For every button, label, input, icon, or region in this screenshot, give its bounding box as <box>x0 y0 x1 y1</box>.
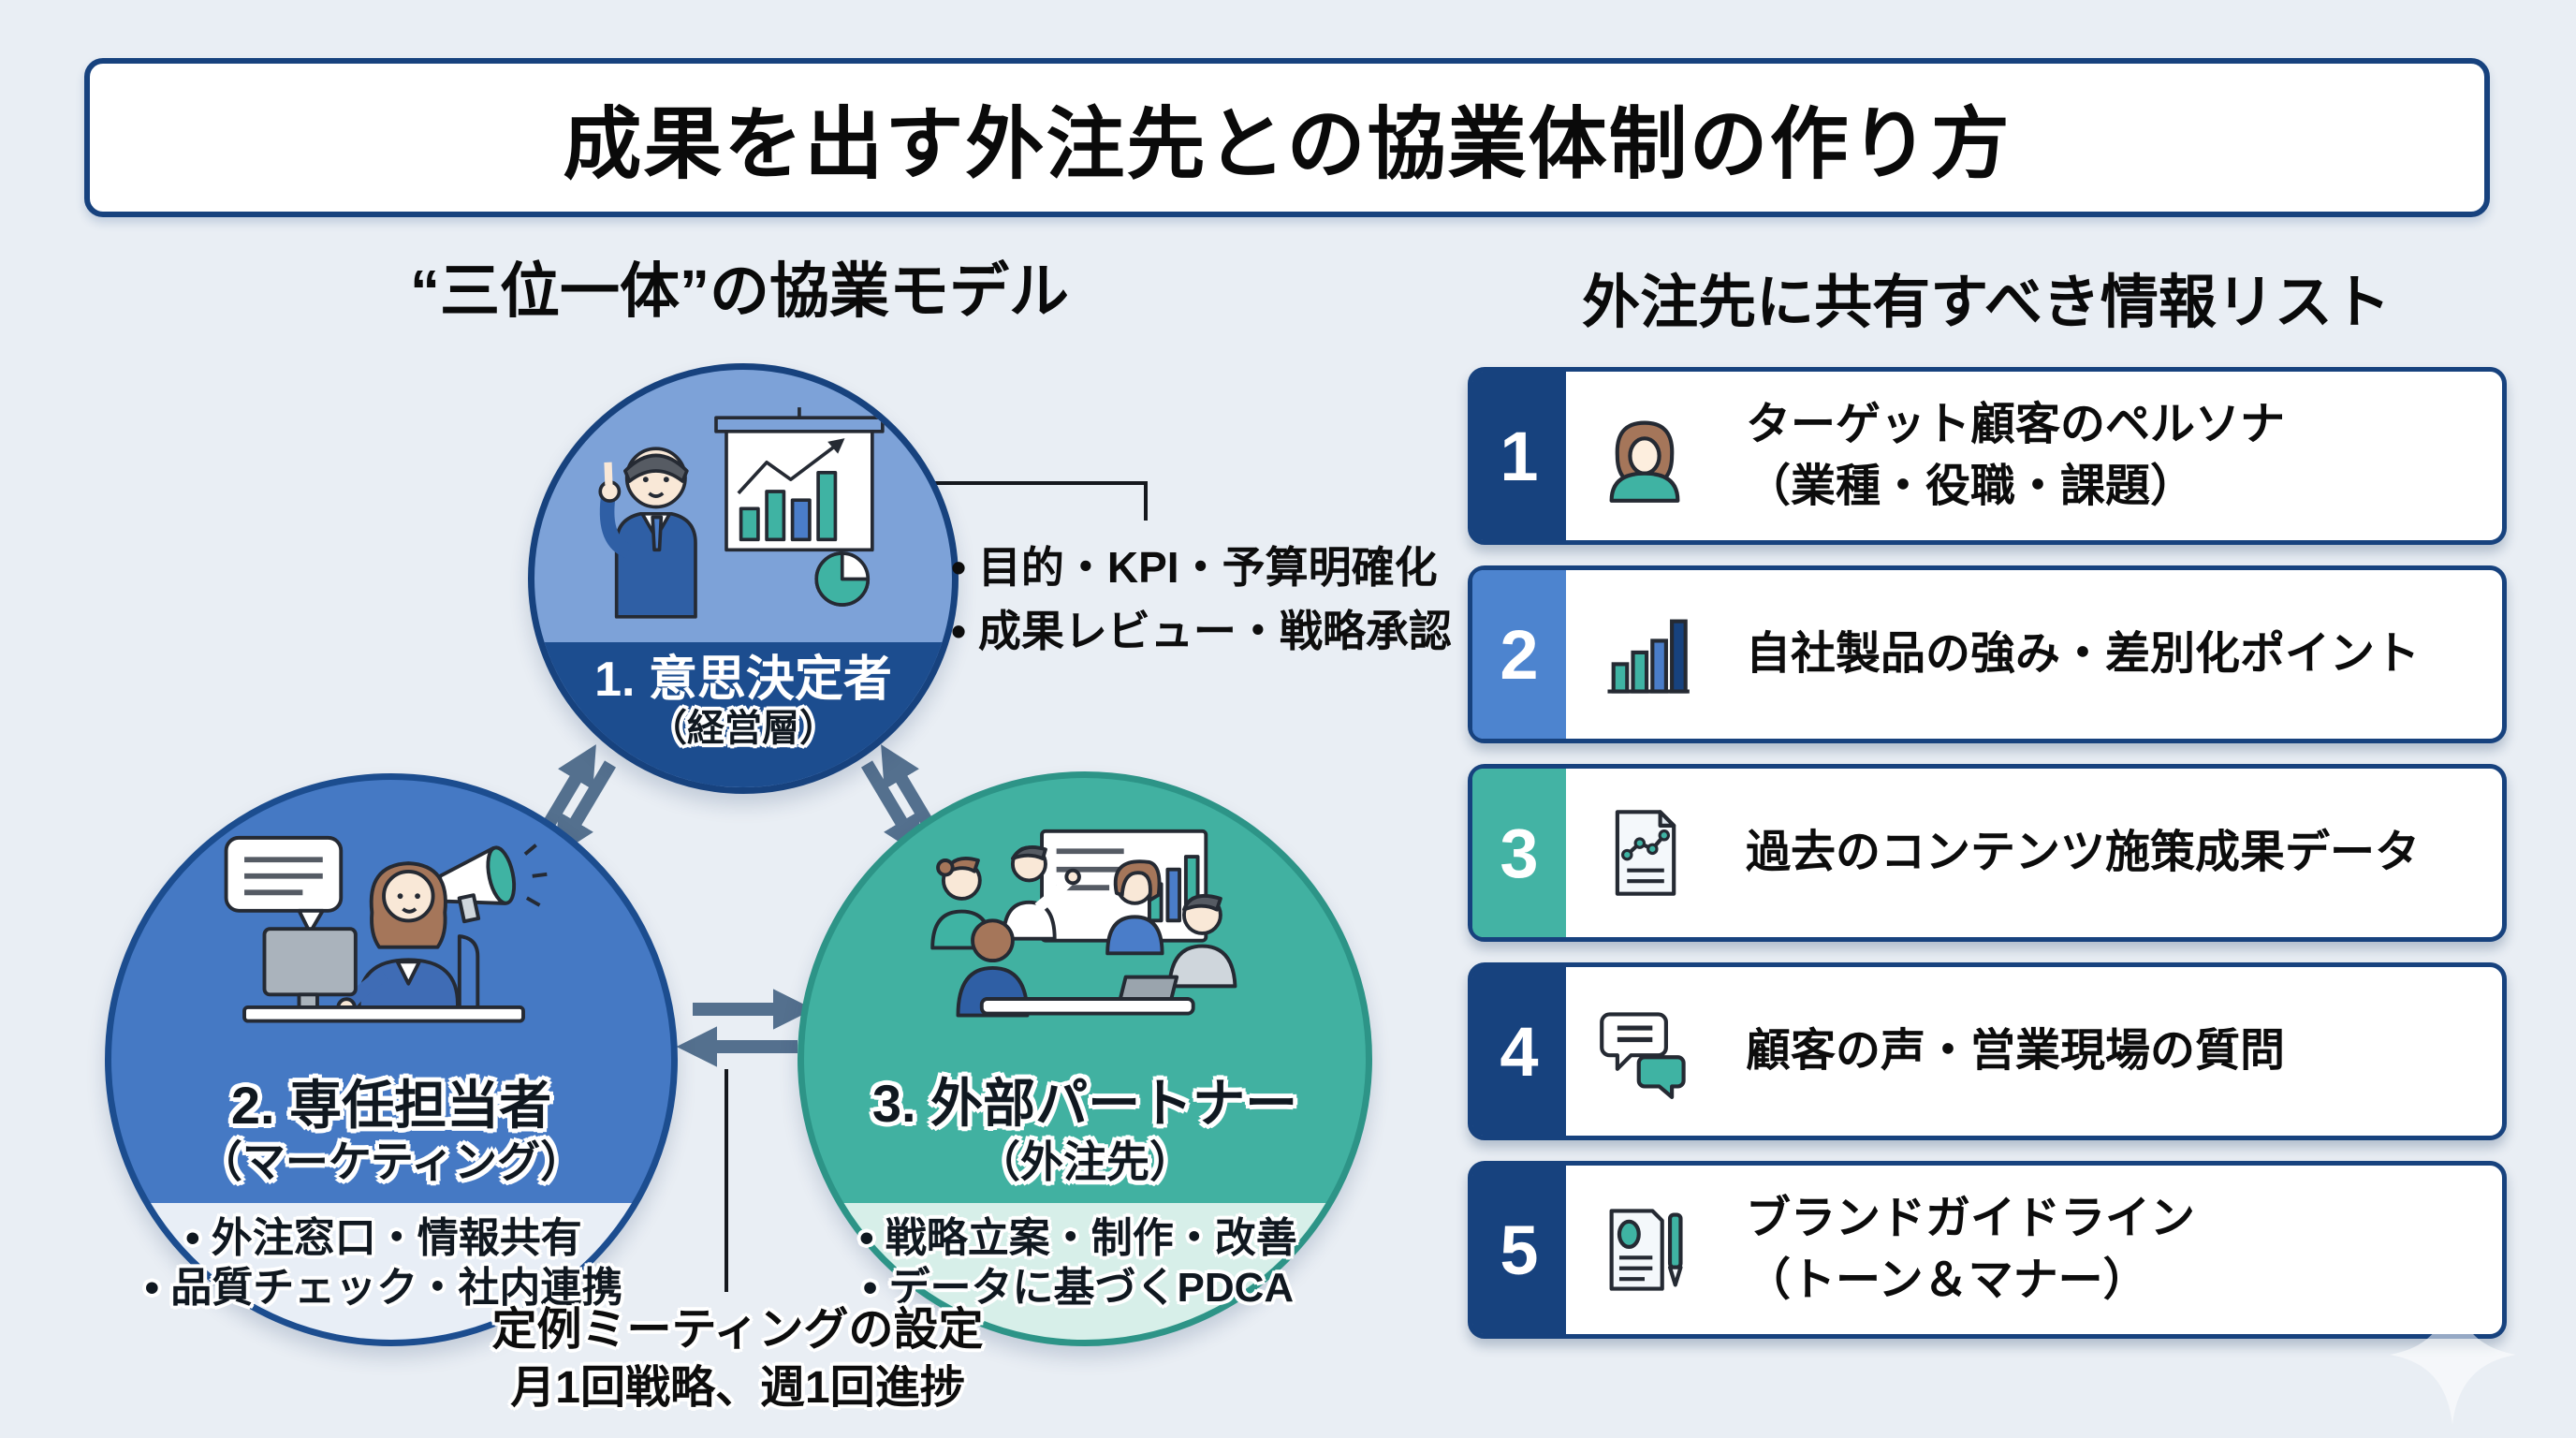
circle1-band <box>534 642 952 787</box>
team-meeting-illustration <box>930 829 1237 1018</box>
executive-presentation-illustration <box>598 407 885 619</box>
page-title: 成果を出す外注先との協業体制の作り方 <box>563 99 2012 188</box>
item-number: 4 <box>1500 1012 1539 1091</box>
item-text: ブランドガイドライン <box>1746 1194 2196 1243</box>
circle2-bullets: • 外注窓口・情報共有 • 品質チェック・社内連携 <box>56 1213 711 1313</box>
circle2-label: 2. 専任担当者 <box>230 1076 552 1135</box>
bullet-line: • 外注窓口・情報共有 <box>185 1215 582 1261</box>
note-line: • 成果レビュー・戦略承認 <box>951 607 1452 655</box>
item-text: （トーン＆マナー） <box>1746 1255 2148 1305</box>
circle1-sublabel: （経営層） <box>650 708 837 749</box>
bar-chart-icon <box>1607 619 1690 694</box>
bullet-line: • データに基づくPDCA <box>862 1265 1295 1311</box>
share-list-heading: 外注先に共有すべき情報リスト <box>1582 271 2391 335</box>
meeting-note-line: 定例ミーティングの設定 <box>491 1305 984 1355</box>
item-text: 顧客の声・営業現場の質問 <box>1746 1026 2286 1076</box>
item-number-tab: 3 <box>1472 769 1566 937</box>
circle-decision-maker: 1. 意思決定者 （経営層） <box>528 363 959 794</box>
circle2-sublabel: （マーケティング） <box>198 1137 584 1186</box>
bullet-line: • 品質チェック・社内連携 <box>144 1265 623 1311</box>
circle3-label: 3. 外部パートナー <box>871 1074 1298 1133</box>
circle2-band <box>111 1203 671 1340</box>
bullet-line: • 戦略立案・制作・改善 <box>859 1215 1297 1261</box>
share-list-item-customer-voice: 4 顧客の声・営業現場の質問 <box>1468 962 2507 1140</box>
share-list-item-persona: 1 ターゲット顧客のペルソナ （業種・役職・課題） <box>1468 367 2507 545</box>
item-text: （業種・役職・課題） <box>1746 462 2196 511</box>
item-number-tab: 1 <box>1472 372 1566 540</box>
item-number: 5 <box>1500 1211 1539 1289</box>
circle-dedicated-staff: 2. 専任担当者 （マーケティング） <box>105 773 678 1346</box>
item-number: 1 <box>1500 417 1539 495</box>
title-banner: 成果を出す外注先との協業体制の作り方 <box>84 58 2490 217</box>
report-chart-icon <box>1615 810 1676 896</box>
note-line: • 目的・KPI・予算明確化 <box>951 543 1438 592</box>
item-number-tab: 4 <box>1472 967 1566 1136</box>
sparkle-watermark-icon <box>2390 1284 2516 1425</box>
speech-bubbles-icon <box>1600 1012 1686 1099</box>
share-list-item-brand-guideline: 5 ブランドガイドライン （トーン＆マナー） <box>1468 1161 2507 1339</box>
meeting-note: 定例ミーティングの設定 月1回戦略、週1回進捗 <box>410 1301 1065 1417</box>
exchange-arrows-2-3-icon <box>676 989 814 1067</box>
item-number-tab: 2 <box>1472 570 1566 739</box>
circle3-bullets: • 戦略立案・制作・改善 • データに基づくPDCA <box>751 1213 1406 1313</box>
meeting-note-line: 月1回戦略、週1回進捗 <box>510 1363 965 1413</box>
item-text: 自社製品の強み・差別化ポイント <box>1746 629 2421 679</box>
circle3-sublabel: （外注先） <box>977 1137 1193 1186</box>
marketer-at-desk-illustration <box>224 835 548 1023</box>
item-number-tab: 5 <box>1472 1166 1566 1334</box>
item-text: ターゲット顧客のペルソナ <box>1746 400 2286 449</box>
circle-external-partner: 3. 外部パートナー （外注先） <box>798 771 1372 1346</box>
circle1-label: 1. 意思決定者 <box>594 653 892 707</box>
circle3-band <box>804 1203 1366 1340</box>
share-list-item-strengths: 2 自社製品の強み・差別化ポイント <box>1468 565 2507 743</box>
share-list-item-results-data: 3 過去のコンテンツ施策成果データ <box>1468 764 2507 942</box>
circle1-note-connector <box>931 481 1148 521</box>
item-number: 2 <box>1500 615 1539 694</box>
persona-icon <box>1609 420 1680 503</box>
model-section-heading: “三位一体”の協業モデル <box>410 257 1069 325</box>
decision-maker-notes: • 目的・KPI・予算明確化 • 成果レビュー・戦略承認 <box>951 536 1475 663</box>
brand-guideline-icon <box>1609 1209 1683 1291</box>
item-number: 3 <box>1500 814 1539 892</box>
item-text: 過去のコンテンツ施策成果データ <box>1746 828 2421 877</box>
